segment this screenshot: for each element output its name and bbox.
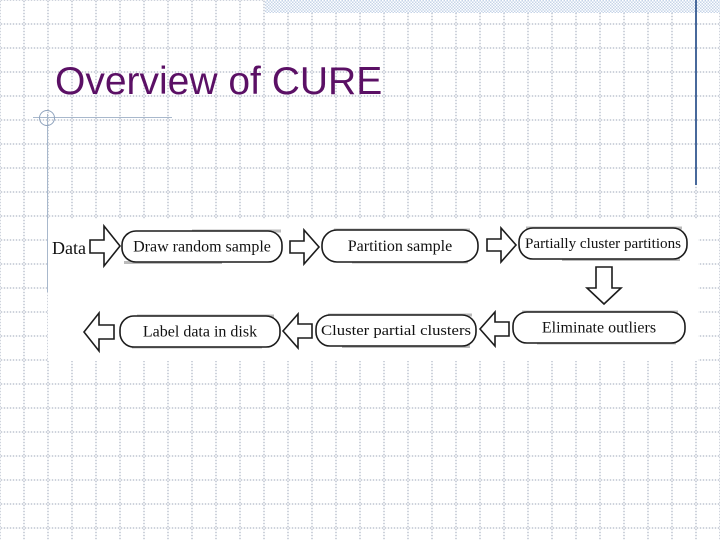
slide-title: Overview of CURE bbox=[55, 60, 383, 103]
flow-step-label: Draw random sample bbox=[133, 239, 271, 256]
left-vertical-line bbox=[46, 114, 48, 292]
flow-step-box bbox=[512, 311, 686, 344]
flow-arrow-right-icon bbox=[89, 223, 122, 269]
flow-step-label-data-in-disk: Label data in disk bbox=[119, 314, 281, 349]
flow-step-label: Partition sample bbox=[348, 238, 452, 255]
flow-arrow-left-icon bbox=[82, 310, 115, 354]
flow-step-partition-sample: Partition sample bbox=[321, 228, 479, 264]
flow-arrow-left-icon bbox=[281, 311, 313, 351]
title-underline-line bbox=[33, 117, 172, 119]
flow-step-eliminate-outliers: Eliminate outliers bbox=[512, 310, 686, 345]
flow-step-draw-random-sample: Draw random sample bbox=[121, 229, 283, 264]
flow-step-label: Label data in disk bbox=[143, 324, 257, 341]
flow-step-label: Cluster partial clusters bbox=[321, 323, 471, 339]
flow-step-label: Partially cluster partitions bbox=[525, 236, 681, 252]
circle-ornament bbox=[39, 110, 55, 126]
flow-step-box bbox=[121, 230, 283, 263]
flow-step-box bbox=[315, 314, 477, 347]
cure-flowchart: Data Draw random sample Partition sample… bbox=[48, 219, 698, 361]
flow-step-box bbox=[321, 229, 479, 263]
flow-arrow-left-icon bbox=[478, 309, 510, 349]
flow-arrow-down-icon bbox=[584, 266, 624, 306]
top-right-hatched-band bbox=[265, 0, 720, 13]
flow-step-box bbox=[119, 315, 281, 348]
flow-step-cluster-partial-clusters: Cluster partial clusters bbox=[315, 313, 477, 348]
flow-step-partially-cluster-partitions: Partially cluster partitions bbox=[518, 226, 688, 261]
flow-arrow-right-icon bbox=[289, 227, 321, 267]
flow-arrow-right-icon bbox=[486, 225, 518, 265]
flow-step-label: Eliminate outliers bbox=[542, 320, 656, 337]
flow-step-box bbox=[518, 227, 688, 260]
data-input-label: Data bbox=[52, 238, 86, 258]
right-edge-vertical-line bbox=[695, 0, 697, 185]
